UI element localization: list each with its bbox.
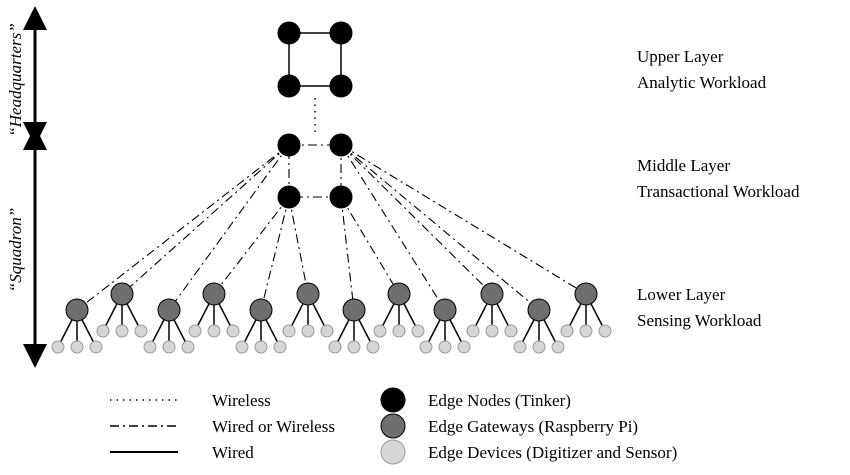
edge-gateway bbox=[157, 298, 181, 322]
edge-device bbox=[89, 340, 103, 354]
legend-edge-device-icon bbox=[380, 439, 406, 465]
edge-device bbox=[134, 324, 148, 338]
headquarters-label: “Headquarters” bbox=[6, 23, 25, 136]
edge-gateway bbox=[480, 282, 504, 306]
edge-device bbox=[579, 324, 593, 338]
edge-device bbox=[328, 340, 342, 354]
legend-edge-gateway-icon bbox=[380, 413, 406, 439]
edge-node bbox=[277, 133, 301, 157]
middle-layer-title: Middle Layer bbox=[637, 156, 730, 175]
edge-node bbox=[329, 21, 353, 45]
edge-device bbox=[181, 340, 195, 354]
edge-device bbox=[96, 324, 110, 338]
gateway-uplink bbox=[168, 144, 290, 311]
edge-device bbox=[438, 340, 452, 354]
edge-device bbox=[143, 340, 157, 354]
gateway-uplink bbox=[340, 144, 446, 311]
edge-device bbox=[226, 324, 240, 338]
edge-device bbox=[532, 340, 546, 354]
edge-node bbox=[277, 21, 301, 45]
edge-device bbox=[273, 340, 287, 354]
legend: Wireless Wired or Wireless Wired Edge No… bbox=[110, 387, 677, 465]
middle-layer-workload: Transactional Workload bbox=[637, 182, 800, 201]
edge-device bbox=[366, 340, 380, 354]
edge-gateway bbox=[433, 298, 457, 322]
edge-device bbox=[504, 324, 518, 338]
edge-gateway bbox=[110, 282, 134, 306]
edge-gateway bbox=[202, 282, 226, 306]
legend-wired-label: Wired bbox=[212, 443, 254, 462]
gateway-uplink bbox=[340, 144, 540, 311]
edge-device bbox=[207, 324, 221, 338]
edge-device bbox=[551, 340, 565, 354]
gateway-uplink bbox=[213, 196, 290, 295]
edge-gateway bbox=[574, 282, 598, 306]
edge-device bbox=[457, 340, 471, 354]
legend-edge-device-label: Edge Devices (Digitizer and Sensor) bbox=[428, 443, 677, 462]
edge-gateway bbox=[249, 298, 273, 322]
gateway-uplink bbox=[121, 144, 290, 295]
edge-node bbox=[329, 74, 353, 98]
gateway-uplink bbox=[340, 196, 400, 295]
edge-device bbox=[411, 324, 425, 338]
edge-device bbox=[560, 324, 574, 338]
upper-layer-title: Upper Layer bbox=[637, 47, 724, 66]
gateway-uplink bbox=[340, 144, 587, 295]
lower-layer-workload: Sensing Workload bbox=[637, 311, 762, 330]
edge-device bbox=[282, 324, 296, 338]
squadron-label: “Squadron” bbox=[6, 208, 25, 292]
edge-gateway bbox=[342, 298, 366, 322]
layer-labels: Upper Layer Analytic Workload Middle Lay… bbox=[637, 47, 800, 330]
edge-device bbox=[392, 324, 406, 338]
edge-device bbox=[598, 324, 612, 338]
lower-layer-title: Lower Layer bbox=[637, 285, 726, 304]
edge-device bbox=[301, 324, 315, 338]
edge-device bbox=[115, 324, 129, 338]
edge-gateway bbox=[387, 282, 411, 306]
edge-device bbox=[466, 324, 480, 338]
edge-device bbox=[70, 340, 84, 354]
edge-gateway bbox=[527, 298, 551, 322]
legend-wired-or-wireless-label: Wired or Wireless bbox=[212, 417, 335, 436]
edge-node bbox=[277, 74, 301, 98]
edge-device bbox=[235, 340, 249, 354]
legend-edge-node-icon bbox=[380, 387, 406, 413]
gateway-uplink bbox=[340, 196, 355, 311]
edge-gateway bbox=[296, 282, 320, 306]
upper-layer-workload: Analytic Workload bbox=[637, 73, 767, 92]
gateway-uplink bbox=[288, 196, 309, 295]
edge-device bbox=[373, 324, 387, 338]
edge-device bbox=[188, 324, 202, 338]
edge-device bbox=[485, 324, 499, 338]
edge-gateway bbox=[65, 298, 89, 322]
edge-node bbox=[277, 185, 301, 209]
legend-edge-node-label: Edge Nodes (Tinker) bbox=[428, 391, 571, 410]
gateway-uplink bbox=[340, 144, 493, 295]
edge-node bbox=[329, 185, 353, 209]
edge-device bbox=[162, 340, 176, 354]
edge-device bbox=[347, 340, 361, 354]
edge-device bbox=[254, 340, 268, 354]
gateway-uplink bbox=[260, 196, 290, 311]
edge-device bbox=[51, 340, 65, 354]
edge-device bbox=[513, 340, 527, 354]
edge-device bbox=[320, 324, 334, 338]
edge-device bbox=[419, 340, 433, 354]
legend-wireless-label: Wireless bbox=[212, 391, 271, 410]
gateway-uplink bbox=[76, 144, 290, 311]
legend-edge-gateway-label: Edge Gateways (Raspberry Pi) bbox=[428, 417, 638, 436]
network-nodes bbox=[51, 21, 612, 354]
edge-node bbox=[329, 133, 353, 157]
